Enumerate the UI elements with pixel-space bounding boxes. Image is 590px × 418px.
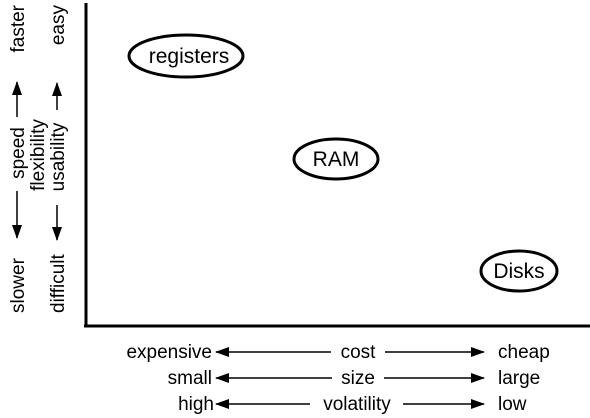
x-axis-size: small size large <box>168 368 541 389</box>
y-axis-speed-top: faster <box>8 4 29 52</box>
node-ram: RAM <box>292 137 380 181</box>
node-ram-label: RAM <box>313 148 360 171</box>
x-axis-size-right: large <box>498 368 540 389</box>
node-disks-ellipse <box>479 249 559 293</box>
y-axis-speed-center: speed <box>8 127 29 179</box>
x-axis-volatility: high volatility low <box>178 394 527 415</box>
x-axis-volatility-right: low <box>498 394 527 415</box>
x-axis-cost-right: cheap <box>498 342 550 363</box>
x-axis-volatility-left: high <box>178 394 214 415</box>
y-axis-flexibility-center: flexibility <box>28 119 49 191</box>
y-axis-usability: easy usability difficult <box>48 5 69 313</box>
y-axis-usability-top: easy <box>48 5 69 46</box>
x-axis-volatility-center: volatility <box>323 394 391 415</box>
x-axis-cost-center: cost <box>341 342 377 363</box>
x-axis-size-left: small <box>168 368 212 389</box>
node-registers-ellipse <box>127 33 245 79</box>
node-disks-label: Disks <box>493 260 544 283</box>
x-axis-cost-left: expensive <box>126 342 212 363</box>
y-axis-speed-bottom: slower <box>8 257 29 313</box>
x-axis-size-center: size <box>341 368 375 389</box>
node-ram-ellipse <box>292 137 380 181</box>
node-registers: registers <box>127 33 245 79</box>
y-axis-flexibility: flexibility <box>28 119 49 191</box>
x-axis-cost: expensive cost cheap <box>126 342 549 363</box>
y-axis-usability-center: usability <box>48 122 69 191</box>
node-disks: Disks <box>479 249 559 293</box>
y-axis-usability-bottom: difficult <box>48 253 69 313</box>
node-registers-label: registers <box>149 45 230 68</box>
y-axis-speed: faster speed slower <box>8 4 29 313</box>
